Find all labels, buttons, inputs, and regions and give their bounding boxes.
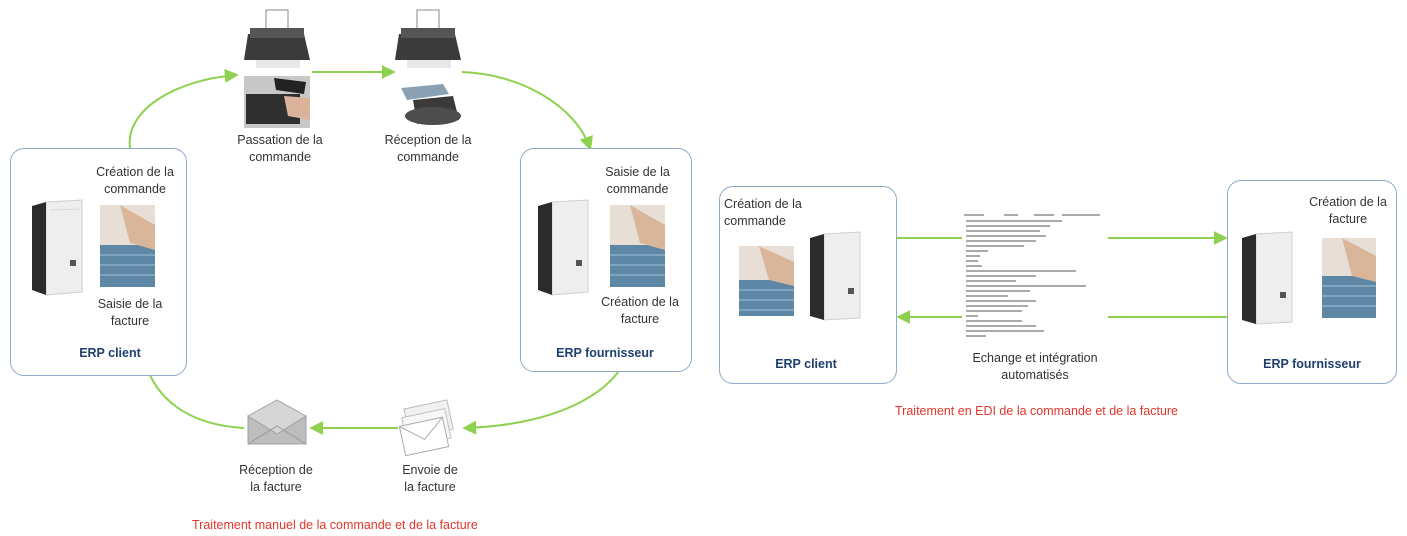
supplier-invoice-creation-label: Création de la facture	[601, 295, 679, 326]
manual-process-caption: Traitement manuel de la commande et de l…	[192, 518, 478, 532]
arrow-fax-to-supplier	[461, 71, 593, 151]
keyboard-hands-icon	[739, 246, 794, 316]
edi-document-icon	[964, 214, 1100, 337]
arrow-client-to-fax	[128, 68, 239, 149]
edi-supplier-invoice-creation-label: Création de la facture	[1309, 195, 1387, 226]
edi-erp-supplier-title: ERP fournisseur	[1263, 357, 1361, 371]
phone-call-icon	[244, 76, 310, 128]
order-receipt-label: Réception de la commande	[384, 133, 472, 164]
invoice-receipt-label: Réception de la facture	[239, 463, 313, 494]
computer-tower-icon	[810, 231, 861, 321]
keyboard-hands-icon	[100, 205, 155, 287]
computer-tower-icon	[1242, 231, 1293, 325]
computer-tower-icon	[538, 199, 589, 296]
keyboard-hands-icon	[610, 205, 665, 287]
keyboard-hands-icon	[1322, 238, 1376, 318]
fax-machine-icon	[244, 9, 310, 68]
client-order-creation-label: Création de la commande	[96, 165, 174, 196]
edi-client-order-creation-label: Création de la commande	[724, 197, 802, 228]
order-sending-label: Passation de la commande	[237, 133, 323, 164]
fax-machine-icon	[395, 9, 461, 68]
client-invoice-entry-label: Saisie de la facture	[97, 297, 163, 328]
edi-process-caption: Traitement en EDI de la commande et de l…	[895, 404, 1179, 418]
erp-supplier-title: ERP fournisseur	[556, 346, 654, 360]
erp-client-title: ERP client	[79, 346, 141, 360]
phone-call-icon	[401, 84, 461, 125]
supplier-order-entry-label: Saisie de la commande	[605, 165, 670, 196]
edi-erp-client-title: ERP client	[775, 357, 837, 371]
envelope-stack-icon	[398, 399, 454, 457]
envelope-open-icon	[247, 399, 307, 445]
invoice-sending-label: Envoie de la facture	[402, 463, 458, 494]
edi-exchange-label: Echange et intégration automatisés	[972, 351, 1098, 382]
computer-tower-icon	[32, 199, 83, 296]
